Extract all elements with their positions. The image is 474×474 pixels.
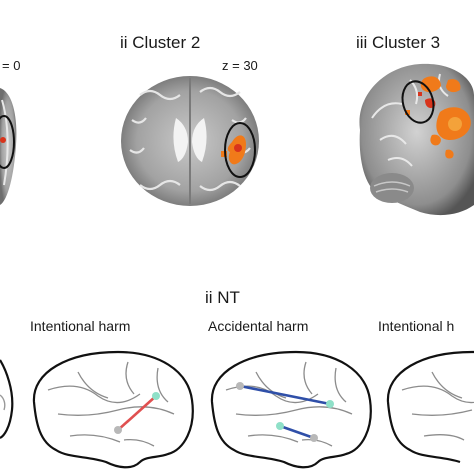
activation-blob-left bbox=[0, 137, 6, 143]
cluster2-z-label: z = 30 bbox=[222, 58, 258, 73]
node bbox=[236, 382, 244, 390]
panel-title-intentional-harm: Intentional harm bbox=[30, 318, 131, 334]
glass-brain-accidental-harm bbox=[210, 350, 372, 469]
connection-edge bbox=[117, 395, 157, 431]
connection-edge bbox=[239, 384, 331, 406]
panel-title-accidental-harm: Accidental harm bbox=[208, 318, 309, 334]
cluster3-title: iii Cluster 3 bbox=[356, 33, 441, 52]
cluster2-axial-slice bbox=[121, 76, 259, 206]
cluster3-activation bbox=[405, 76, 471, 159]
glass-brain-intentional-harm bbox=[32, 350, 194, 469]
roi-circle-cluster2 bbox=[224, 122, 256, 178]
left-slice-z-label: = 0 bbox=[2, 58, 21, 73]
node bbox=[152, 392, 160, 400]
glass-brain-partial-left bbox=[0, 359, 14, 439]
node bbox=[276, 422, 284, 430]
roi-circle-cluster3 bbox=[401, 80, 435, 124]
cluster2-activation bbox=[221, 135, 246, 165]
roi-circle-left bbox=[0, 115, 15, 169]
node bbox=[310, 434, 318, 442]
node bbox=[326, 400, 334, 408]
cluster2-title: ii Cluster 2 bbox=[120, 33, 201, 52]
section-title-nt: ii NT bbox=[205, 288, 240, 307]
panel-title-intentional-harm-2: Intentional h bbox=[378, 318, 455, 334]
left-axial-slice bbox=[0, 88, 17, 205]
connection-edge bbox=[279, 424, 315, 440]
node bbox=[114, 426, 122, 434]
glass-brain-intentional-harm-2 bbox=[386, 350, 474, 464]
cluster3-sagittal-slice bbox=[359, 63, 474, 216]
